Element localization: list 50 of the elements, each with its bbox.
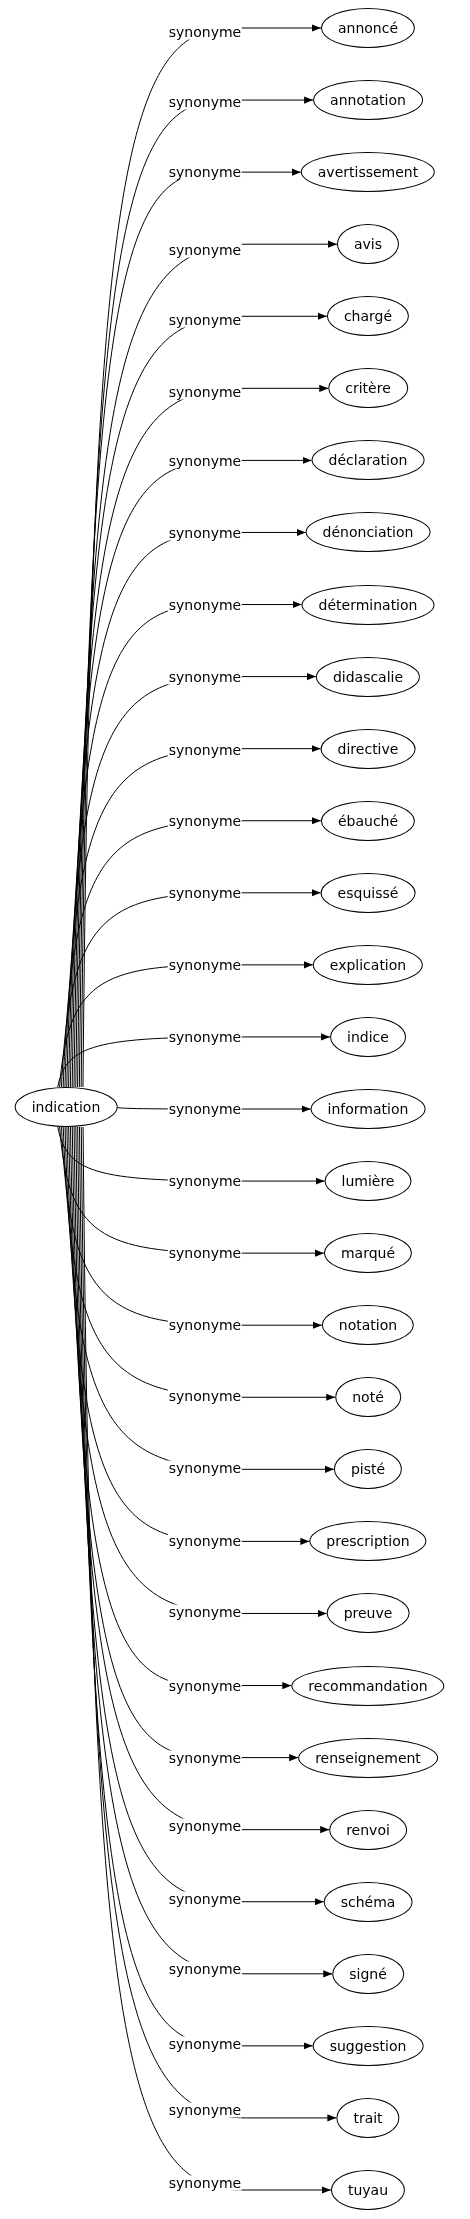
synonym-ellipse: recommandation xyxy=(291,1665,445,1706)
synonym-ellipse: information xyxy=(310,1089,426,1129)
synonym-ellipse: prescription xyxy=(309,1521,427,1562)
synonym-ellipse: lumière xyxy=(324,1161,412,1202)
edge-label: synonyme xyxy=(167,312,243,328)
synonym-ellipse: directive xyxy=(320,728,416,769)
edge-label: synonyme xyxy=(167,1891,243,1907)
source-ellipse: indication xyxy=(14,1087,118,1127)
synonym-ellipse: didascalie xyxy=(315,656,421,697)
synonym-ellipse: indice xyxy=(330,1016,406,1057)
synonym-ellipse: avis xyxy=(336,224,400,265)
arrow xyxy=(68,1126,328,1618)
synonym-ellipse: tuyau xyxy=(330,2170,406,2210)
synonym-ellipse: annoncé xyxy=(320,8,416,48)
synonym-ellipse: chargé xyxy=(326,296,410,337)
synonym-ellipse: dénonciation xyxy=(305,512,431,553)
edge-label: synonyme xyxy=(167,242,243,258)
edge-label: synonyme xyxy=(167,1750,243,1766)
synonym-ellipse: noté xyxy=(335,1377,401,1418)
edge-label: synonyme xyxy=(167,384,243,400)
synonym-ellipse: renseignement xyxy=(298,1737,438,1778)
synonym-ellipse: déclaration xyxy=(311,440,425,481)
synonym-ellipse: détermination xyxy=(301,584,435,625)
edge-label: synonyme xyxy=(167,2175,243,2191)
edge-label: synonyme xyxy=(167,2036,243,2052)
synonym-ellipse: marqué xyxy=(323,1233,413,1274)
edge-label: synonyme xyxy=(167,1317,243,1333)
synonym-ellipse: avertissement xyxy=(300,152,436,193)
edge-label: synonyme xyxy=(167,2102,243,2118)
edge-label: synonyme xyxy=(167,1818,243,1834)
synonym-ellipse: notation xyxy=(321,1305,415,1346)
edge-label: synonyme xyxy=(167,1533,243,1549)
synonym-ellipse: schéma xyxy=(323,1881,413,1922)
synonym-ellipse: renvoi xyxy=(329,1809,407,1850)
synonym-ellipse: suggestion xyxy=(312,2025,424,2066)
edge-label: synonyme xyxy=(167,1678,243,1694)
edge-label: synonyme xyxy=(167,1604,243,1620)
synonym-ellipse: preuve xyxy=(326,1593,410,1634)
synonym-ellipse: critère xyxy=(328,368,408,409)
synonym-ellipse: signé xyxy=(332,1953,404,1994)
synonym-ellipse: pisté xyxy=(333,1449,403,1490)
edge-label: synonyme xyxy=(167,1460,243,1476)
edge-label: synonyme xyxy=(167,1388,243,1404)
edge-label: synonyme xyxy=(167,24,243,40)
synonym-ellipse: annotation xyxy=(313,80,423,121)
edge-label: synonyme xyxy=(167,1961,243,1977)
synonym-ellipse: esquissé xyxy=(320,872,416,913)
synonym-ellipse: ébauché xyxy=(320,800,416,841)
synonym-ellipse: trait xyxy=(336,2097,400,2138)
synonym-ellipse: explication xyxy=(312,944,424,985)
